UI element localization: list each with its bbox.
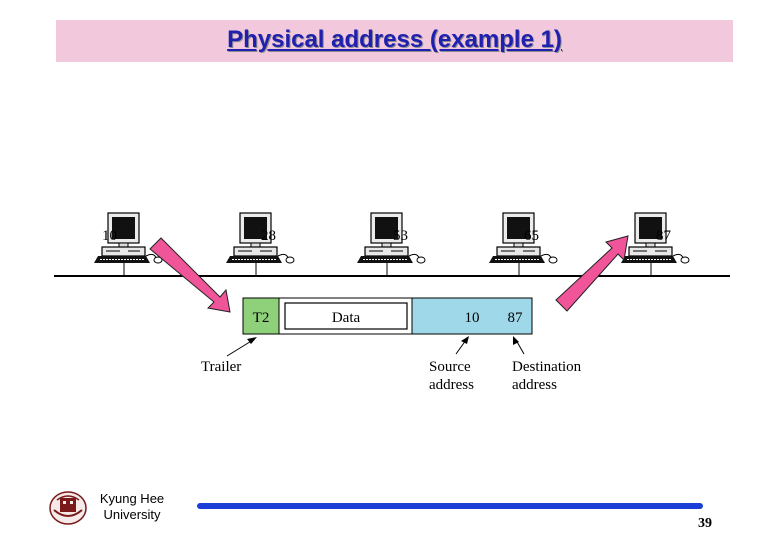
computer-icon xyxy=(620,212,690,277)
computer-icon xyxy=(93,212,163,277)
station-address: 65 xyxy=(524,228,539,244)
destination-address-value: 87 xyxy=(508,310,524,326)
footer-divider xyxy=(197,503,703,509)
page-title: Physical address (example 1) xyxy=(227,26,562,53)
station-address: 53 xyxy=(393,228,408,244)
university-name: Kyung Hee University xyxy=(92,491,172,523)
station-address: 10 xyxy=(102,228,117,244)
station-1: 10 xyxy=(93,212,163,277)
source-label-line2: address xyxy=(429,377,474,393)
arrow-from-frame xyxy=(555,235,629,312)
university-logo-icon xyxy=(49,491,87,525)
source-pointer xyxy=(455,336,469,355)
computer-icon xyxy=(225,212,295,277)
frame: T2 Data 10 87 xyxy=(242,297,533,335)
trailer-label: Trailer xyxy=(201,359,241,375)
destination-label-line2: address xyxy=(512,377,557,393)
station-address: 87 xyxy=(656,228,672,244)
arrow-to-frame xyxy=(149,237,231,313)
station-2: 28 xyxy=(225,212,295,277)
computer-icon xyxy=(488,212,558,277)
university-name-line1: Kyung Hee xyxy=(99,491,165,506)
data-label: Data xyxy=(332,310,361,326)
page-number: 39 xyxy=(698,516,712,531)
data-inner-box xyxy=(284,302,408,330)
station-address: 28 xyxy=(261,228,276,244)
source-address-value: 10 xyxy=(465,310,480,326)
station-3: 53 xyxy=(356,212,426,277)
title-bar: Physical address (example 1) xyxy=(56,20,733,62)
destination-label-line1: Destination xyxy=(512,359,582,375)
university-name-line2: University xyxy=(103,507,161,522)
station-5: 87 xyxy=(620,212,690,277)
station-4: 65 xyxy=(488,212,558,277)
destination-pointer xyxy=(513,336,525,355)
computer-icon xyxy=(356,212,426,277)
trailer-value: T2 xyxy=(253,310,270,326)
address-fields xyxy=(411,297,533,335)
trailer-pointer xyxy=(226,337,257,357)
source-label-line1: Source xyxy=(429,359,471,375)
